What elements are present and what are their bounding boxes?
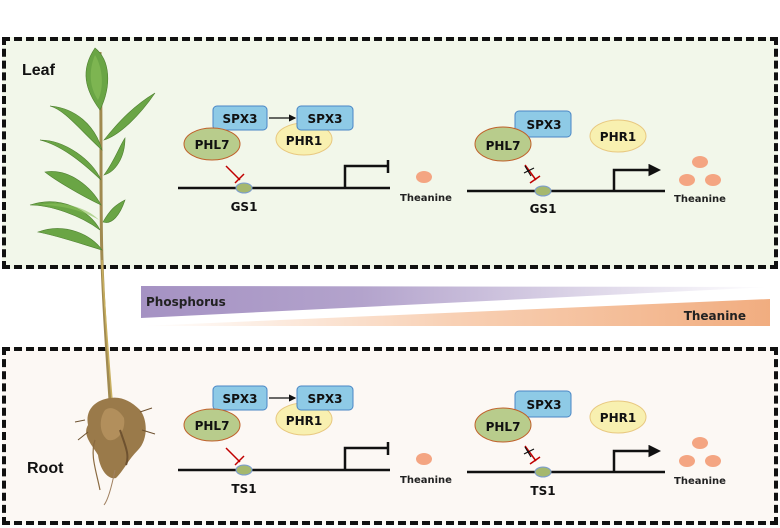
blocked-inhibition-icon	[524, 445, 537, 462]
active-transcription-icon	[612, 163, 661, 191]
promoter-site	[235, 464, 253, 476]
svg-text:SPX3: SPX3	[222, 392, 257, 406]
tea-plant-illustration	[29, 47, 156, 506]
svg-text:SPX3: SPX3	[307, 112, 342, 126]
theanine-molecule	[416, 453, 432, 465]
svg-text:SPX3: SPX3	[307, 392, 342, 406]
promoter-site	[235, 182, 253, 194]
theanine-molecule	[705, 174, 721, 186]
root-inhibited-state: TS1 SPX3 PHL7 PHR1 SPX3 Theanine	[178, 385, 452, 496]
svg-text:SPX3: SPX3	[526, 398, 561, 412]
blocked-transcription-icon	[343, 164, 388, 188]
svg-text:PHL7: PHL7	[486, 420, 521, 434]
phosphorus-gradient-wedge	[141, 286, 770, 318]
svg-text:PHR1: PHR1	[600, 130, 636, 144]
spx3-protein	[212, 105, 268, 131]
svg-text:GS1: GS1	[530, 202, 557, 216]
theanine-molecule	[692, 156, 708, 168]
leaf-panel	[2, 37, 778, 269]
root-illustration	[74, 397, 156, 506]
svg-text:TS1: TS1	[530, 484, 555, 498]
spx3-protein	[514, 390, 572, 418]
theanine-molecule	[705, 455, 721, 467]
blocked-transcription-icon	[343, 446, 388, 470]
svg-text:Theanine: Theanine	[674, 194, 726, 205]
svg-text:PHR1: PHR1	[286, 134, 322, 148]
phosphorus-theanine-gradient: Phosphorus Theanine	[141, 286, 770, 326]
theanine-gradient-wedge	[141, 299, 770, 326]
active-transcription-icon	[612, 444, 661, 472]
inhibition-icon	[225, 165, 241, 181]
phl7-protein	[183, 127, 241, 161]
svg-text:PHR1: PHR1	[286, 414, 322, 428]
theanine-molecule	[679, 455, 695, 467]
gene-label: GS1	[231, 200, 258, 214]
svg-text:Theanine: Theanine	[400, 475, 452, 486]
inhibition-icon	[225, 447, 241, 463]
spx3-protein	[296, 105, 354, 131]
svg-text:Theanine: Theanine	[400, 193, 452, 204]
svg-text:SPX3: SPX3	[526, 118, 561, 132]
root-section-label: Root	[27, 460, 64, 477]
svg-text:Theanine: Theanine	[674, 476, 726, 487]
phr1-protein	[589, 400, 647, 434]
phr1-protein	[589, 119, 647, 153]
svg-text:PHL7: PHL7	[486, 139, 521, 153]
phl7-protein	[183, 408, 241, 442]
phl7-protein	[474, 407, 532, 443]
svg-text:PHL7: PHL7	[195, 138, 230, 152]
promoter-site	[534, 466, 552, 478]
phl7-protein	[474, 126, 532, 162]
svg-text:PHL7: PHL7	[195, 419, 230, 433]
theanine-molecule	[692, 437, 708, 449]
leaf-section-label: Leaf	[22, 62, 55, 79]
theanine-gradient-label: Theanine	[684, 309, 746, 323]
root-active-state: TS1 SPX3 PHL7 PHR1 Theanine	[467, 390, 726, 498]
theanine-molecule	[416, 171, 432, 183]
svg-text:SPX3: SPX3	[222, 112, 257, 126]
blocked-inhibition-icon	[524, 164, 537, 181]
spx3-protein	[212, 385, 268, 411]
svg-text:PHR1: PHR1	[600, 411, 636, 425]
theanine-molecule	[679, 174, 695, 186]
spx3-protein	[296, 385, 354, 411]
leaf-inhibited-state: GS1 SPX3 PHL7 PHR1 SPX3 Theanine	[178, 105, 452, 214]
phosphorus-label: Phosphorus	[146, 295, 226, 309]
spx3-protein	[514, 110, 572, 138]
promoter-site	[534, 185, 552, 197]
svg-text:TS1: TS1	[231, 482, 256, 496]
leaf-active-state: GS1 SPX3 PHL7 PHR1 Theanine	[467, 110, 726, 216]
